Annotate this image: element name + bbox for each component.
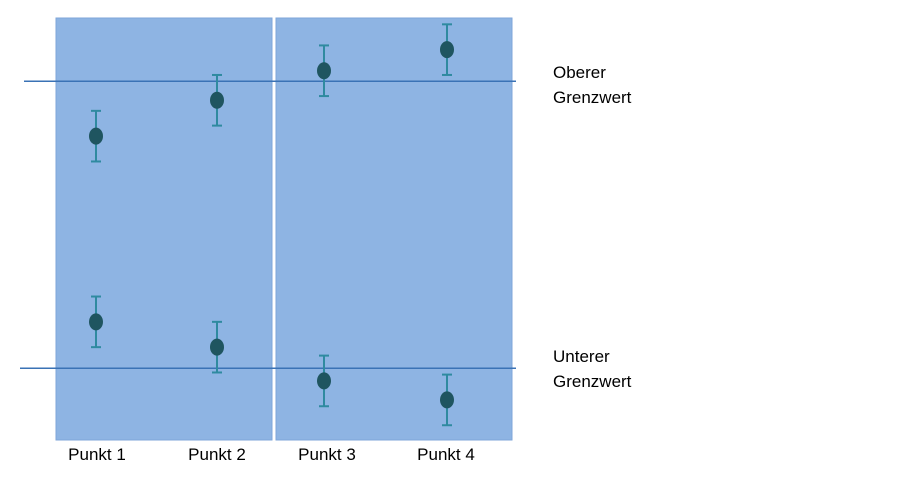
data-points [89,41,454,409]
limit-lines [20,80,516,370]
limit-label-line1-2: Unterer [553,347,610,366]
group-panels [55,17,513,441]
limit-label-line2-2: Grenzwert [553,372,632,391]
x-tick-label-2: Punkt 2 [188,445,246,464]
x-tick-label-3: Punkt 3 [298,445,356,464]
data-point-1-2 [210,91,224,109]
x-tick-label-4: Punkt 4 [417,445,475,464]
data-point-1-4 [440,41,454,59]
limit-label-line2-1: Grenzwert [553,88,632,107]
limit-label-line1-1: Oberer [553,63,606,82]
data-point-2-4 [440,391,454,409]
data-point-1-3 [317,62,331,80]
x-tick-labels: Punkt 1 Punkt 2 Punkt 3 Punkt 4 [68,445,475,464]
data-point-2-1 [89,313,103,331]
x-tick-label-1: Punkt 1 [68,445,126,464]
data-point-2-3 [317,372,331,390]
group-panel-2 [275,17,513,441]
data-point-2-2 [210,338,224,356]
group-panel-1 [55,17,273,441]
data-point-1-1 [89,127,103,145]
